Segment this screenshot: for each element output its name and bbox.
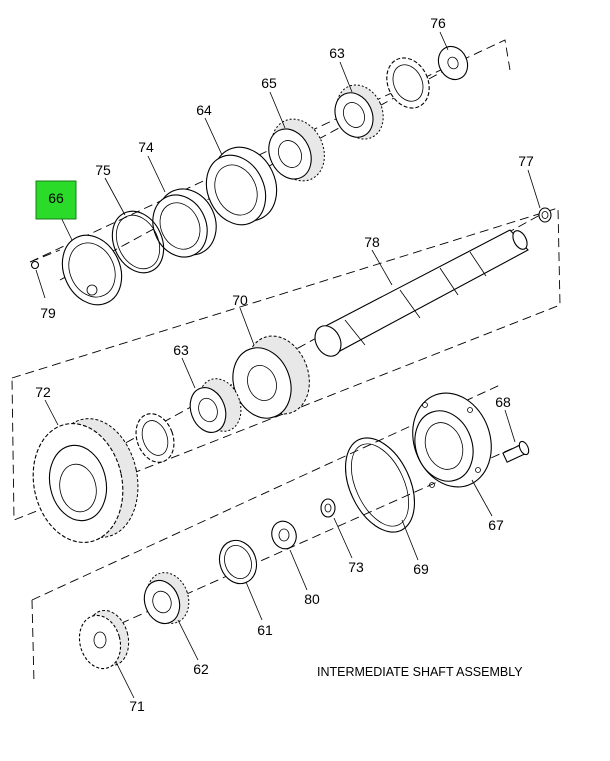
callout-65[interactable]: 65 [261, 75, 277, 91]
part-69-gasket[interactable] [332, 427, 429, 543]
callout-77[interactable]: 77 [518, 153, 534, 169]
callout-76[interactable]: 76 [430, 15, 446, 31]
callout-69[interactable]: 69 [413, 561, 429, 577]
callout-68[interactable]: 68 [495, 394, 511, 410]
part-79-pin[interactable] [30, 260, 40, 270]
part-77-ring[interactable] [538, 207, 552, 223]
part-61-cup[interactable] [214, 535, 263, 589]
part-80-washer[interactable] [268, 518, 300, 553]
part-63-bearing-top[interactable] [328, 77, 392, 146]
callout-79[interactable]: 79 [40, 305, 56, 321]
part-62-bearing[interactable] [139, 567, 196, 630]
callout-63-top[interactable]: 63 [329, 45, 345, 61]
callout-73[interactable]: 73 [348, 559, 364, 575]
part-72-gear[interactable] [22, 411, 148, 551]
diagram-caption: INTERMEDIATE SHAFT ASSEMBLY [317, 665, 523, 679]
part-71-gear[interactable] [74, 606, 135, 673]
callout-80[interactable]: 80 [304, 591, 320, 607]
callout-66[interactable]: 66 [48, 190, 64, 206]
part-66-plate[interactable] [51, 226, 132, 315]
part-race-mid[interactable] [130, 408, 181, 467]
part-75-snap-ring[interactable] [103, 203, 174, 281]
leader-lines [35, 31, 541, 699]
part-63-bearing-mid[interactable] [184, 373, 248, 438]
callout-75[interactable]: 75 [95, 162, 111, 178]
callout-63-mid[interactable]: 63 [173, 342, 189, 358]
callout-62[interactable]: 62 [193, 661, 209, 677]
part-73-nut[interactable] [320, 498, 336, 518]
part-68-bolt[interactable] [502, 440, 531, 463]
part-76-washer[interactable] [433, 42, 473, 85]
part-65-bearing[interactable] [261, 110, 334, 189]
part-67-housing[interactable] [400, 382, 504, 498]
part-race-top[interactable] [379, 51, 437, 115]
callout-labels: 76 63 65 64 74 75 66 79 77 78 70 63 72 6… [35, 15, 534, 714]
callout-72[interactable]: 72 [35, 384, 51, 400]
selected-part-highlight[interactable] [35, 180, 77, 220]
part-74-ring[interactable] [143, 179, 227, 266]
callout-71[interactable]: 71 [129, 698, 145, 714]
part-64-cup[interactable] [195, 137, 288, 235]
callout-61[interactable]: 61 [257, 622, 273, 638]
callout-78[interactable]: 78 [364, 234, 380, 250]
callout-74[interactable]: 74 [138, 139, 154, 155]
callout-67[interactable]: 67 [488, 517, 504, 533]
part-78-shaft[interactable] [310, 228, 530, 360]
callout-70[interactable]: 70 [232, 292, 248, 308]
part-70-gear[interactable] [223, 327, 319, 426]
callout-64[interactable]: 64 [196, 102, 212, 118]
